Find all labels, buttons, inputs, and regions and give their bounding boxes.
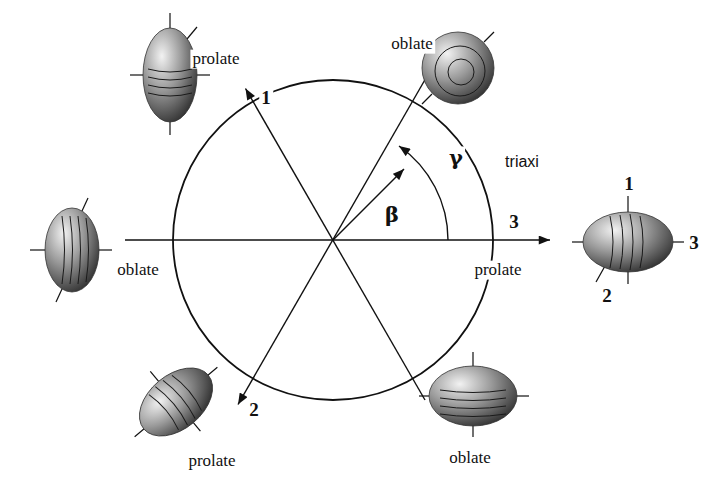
- axis-2: [238, 71, 430, 405]
- prolate-ellipsoid-part-part: [172, 373, 204, 410]
- oblate-ellipsoid-part-part: [78, 216, 81, 284]
- axis-number: 3: [507, 212, 521, 233]
- angle-symbol: γ: [447, 146, 465, 169]
- oblate-ellipsoid: [419, 352, 529, 437]
- prolate-ellipsoid-part-part: [572, 241, 583, 242]
- gamma-arc: [399, 146, 448, 240]
- oblate-ellipsoid-part: [30, 198, 112, 302]
- oblate-ellipsoid-part-part: [435, 46, 485, 96]
- prolate-ellipsoid-part-part: [627, 196, 628, 212]
- prolate-ellipsoid-part: [148, 69, 192, 96]
- oblate-ellipsoid-part: [435, 46, 485, 96]
- oblate-ellipsoid-part-part: [440, 398, 506, 401]
- axis-number: 2: [600, 286, 614, 307]
- oblate-ellipsoid-part: [429, 366, 517, 426]
- prolate-ellipsoid-part-part: [130, 74, 143, 75]
- shape-label: prolate: [190, 50, 241, 69]
- prolate-ellipsoid: [572, 196, 684, 284]
- shape-label: prolate: [472, 261, 523, 280]
- region-label: triaxi: [503, 153, 541, 171]
- prolate-ellipsoid-part-part: [627, 272, 628, 284]
- prolate-ellipsoid-part-part: [208, 367, 217, 375]
- oblate-ellipsoid-part-part: [440, 406, 506, 409]
- oblate-ellipsoid-part: [45, 208, 99, 292]
- shape-label: prolate: [186, 452, 237, 471]
- oblate-ellipsoid-part-part: [472, 352, 473, 366]
- shape-label: oblate: [447, 449, 493, 468]
- prolate-ellipsoid-part-part: [150, 371, 158, 381]
- prolate-ellipsoid-part-part: [148, 77, 192, 80]
- oblate-ellipsoid: [30, 198, 112, 302]
- prolate-ellipsoid-part-part: [135, 429, 144, 437]
- oblate-ellipsoid-part-part: [448, 59, 474, 85]
- prolate-ellipsoid-part-part: [620, 215, 623, 269]
- oblate-ellipsoid-part-part: [419, 395, 429, 396]
- axis-number: 1: [259, 88, 273, 109]
- oblate-ellipsoid-part-part: [422, 94, 432, 104]
- prolate-ellipsoid-part-part: [169, 13, 170, 28]
- prolate-ellipsoid-part-part: [197, 74, 210, 75]
- oblate-ellipsoid-part-part: [86, 218, 89, 282]
- oblate-ellipsoid-part-part: [30, 249, 45, 250]
- prolate-ellipsoid-part-part: [596, 266, 605, 282]
- oblate-ellipsoid-part: [440, 390, 506, 417]
- oblate-ellipsoid-part-part: [99, 249, 112, 250]
- axis-number: 2: [247, 400, 261, 421]
- prolate-ellipsoid-part: [583, 212, 673, 272]
- prolate-ellipsoid-part: [572, 196, 684, 284]
- oblate-ellipsoid-part-part: [70, 216, 73, 284]
- prolate-ellipsoid-part-part: [673, 241, 684, 242]
- oblate-ellipsoid-part: [419, 352, 529, 437]
- prolate-ellipsoid-part-part: [640, 216, 643, 268]
- prolate-ellipsoid-part-part: [187, 27, 197, 39]
- prolate-ellipsoid-part: [148, 372, 205, 432]
- prolate-ellipsoid-part-part: [149, 393, 181, 430]
- prolate-ellipsoid-part-part: [148, 85, 192, 88]
- axis-number: 1: [622, 174, 636, 195]
- prolate-ellipsoid-part-part: [610, 216, 613, 268]
- oblate-ellipsoid-part-part: [56, 289, 62, 302]
- prolate-ellipsoid-part: [109, 337, 242, 466]
- prolate-ellipsoid-part: [610, 214, 643, 270]
- prolate-ellipsoid-part: [126, 354, 225, 449]
- shape-label: oblate: [389, 35, 435, 54]
- beta-arrow: [333, 169, 404, 240]
- prolate-ellipsoid: [130, 13, 210, 135]
- prolate-ellipsoid-part-part: [193, 423, 200, 431]
- prolate-ellipsoid-part-part: [163, 378, 197, 418]
- oblate-ellipsoid-part-part: [82, 198, 88, 211]
- shape-label: oblate: [115, 261, 161, 280]
- oblate-ellipsoid-part-part: [440, 414, 506, 417]
- oblate-ellipsoid-part-part: [484, 32, 494, 42]
- prolate-ellipsoid-part-part: [630, 214, 633, 270]
- prolate-ellipsoid-part: [143, 28, 197, 122]
- prolate-ellipsoid-part-part: [169, 122, 170, 135]
- prolate-ellipsoid-part: [130, 13, 210, 135]
- oblate-ellipsoid-part-part: [517, 395, 529, 396]
- oblate-ellipsoid-part: [62, 216, 89, 284]
- prolate-ellipsoid: [109, 337, 242, 466]
- axis-number: 3: [687, 233, 701, 254]
- prolate-ellipsoid-part-part: [148, 69, 192, 72]
- axis-3: [125, 239, 550, 240]
- axis-1: [246, 89, 426, 401]
- oblate-ellipsoid-part-part: [440, 390, 506, 393]
- oblate-ellipsoid-part-part: [472, 426, 473, 437]
- prolate-ellipsoid-part-part: [155, 385, 189, 425]
- prolate-ellipsoid-part-part: [148, 93, 192, 96]
- oblate-ellipsoid-part-part: [62, 216, 65, 284]
- deformation-symbol: β: [383, 203, 401, 226]
